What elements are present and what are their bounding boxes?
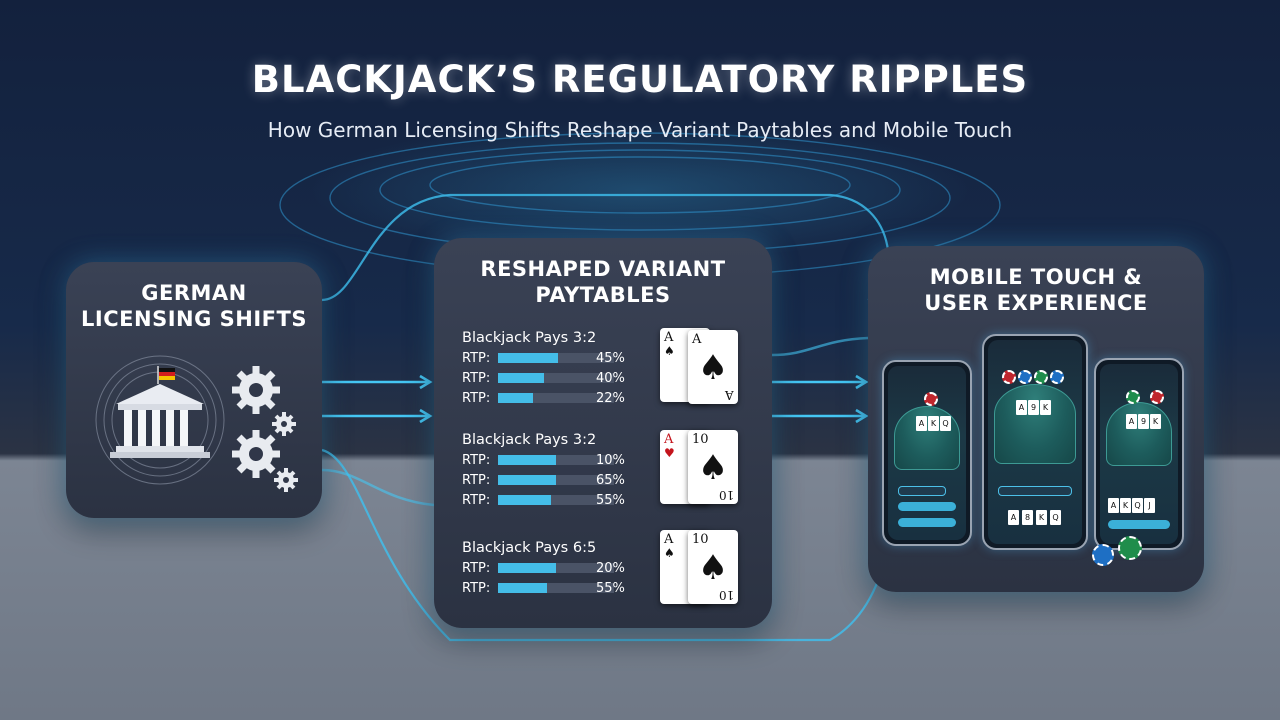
rtp-bar xyxy=(498,393,533,403)
page-subtitle: How German Licensing Shifts Reshape Vari… xyxy=(267,118,1013,142)
gear-icon xyxy=(272,412,296,436)
page-title: BLACKJACK’S REGULATORY RIPPLES xyxy=(251,58,1029,101)
deal-button[interactable] xyxy=(898,502,956,511)
rtp-bar xyxy=(498,455,556,465)
paytables-panel: RESHAPED VARIANT PAYTABLES Blackjack Pay… xyxy=(434,238,772,628)
paytable-group-2: Blackjack Pays 3:2 RTP:10% RTP:65% RTP:5… xyxy=(462,430,642,510)
bet-button[interactable] xyxy=(998,486,1072,496)
casino-chip-icon xyxy=(1092,544,1114,566)
deal-button[interactable] xyxy=(1108,520,1170,529)
government-building-icon xyxy=(95,355,298,492)
playing-card-icon: 10♠10 xyxy=(688,430,738,504)
paytable-title: Blackjack Pays 3:2 xyxy=(462,330,597,346)
playing-card-icon: 10♠10 xyxy=(688,530,738,604)
rtp-row: RTP:55% xyxy=(462,492,625,508)
paytable-group-1: Blackjack Pays 3:2 RTP:45% RTP:40% RTP:2… xyxy=(462,328,642,408)
rtp-row: RTP:10% xyxy=(462,452,625,468)
gear-icon xyxy=(274,468,298,492)
gear-icon xyxy=(232,430,280,478)
rtp-bar xyxy=(498,475,556,485)
gear-icon xyxy=(232,366,280,414)
german-flag-icon xyxy=(157,366,175,384)
casino-chip-icon xyxy=(1118,536,1142,560)
licensing-panel: GERMAN LICENSING SHIFTS xyxy=(66,262,322,518)
rtp-bar xyxy=(498,495,552,505)
rtp-row: RTP:45% xyxy=(462,350,625,366)
licensing-panel-title: GERMAN LICENSING SHIFTS xyxy=(81,281,307,331)
rtp-bar xyxy=(498,353,559,363)
playing-card-icon: A♠A xyxy=(688,330,738,404)
paytable-group-3: Blackjack Pays 6:5 RTP:20% RTP:55% xyxy=(462,538,642,598)
rtp-row: RTP:20% xyxy=(462,560,625,576)
paytables-panel-title: RESHAPED VARIANT PAYTABLES xyxy=(480,257,726,307)
rtp-row: RTP:55% xyxy=(462,580,625,596)
mobile-panel-title: MOBILE TOUCH & USER EXPERIENCE xyxy=(924,265,1148,315)
bet-button[interactable] xyxy=(898,486,946,496)
rtp-row: RTP:22% xyxy=(462,390,625,406)
rtp-row: RTP:40% xyxy=(462,370,625,386)
rtp-bar xyxy=(498,373,545,383)
stand-button[interactable] xyxy=(898,518,956,527)
paytable-title: Blackjack Pays 3:2 xyxy=(462,432,597,448)
paytable-title: Blackjack Pays 6:5 xyxy=(462,540,597,556)
rtp-bar xyxy=(498,563,556,573)
rtp-row: RTP:65% xyxy=(462,472,625,488)
rtp-bar xyxy=(498,583,547,593)
